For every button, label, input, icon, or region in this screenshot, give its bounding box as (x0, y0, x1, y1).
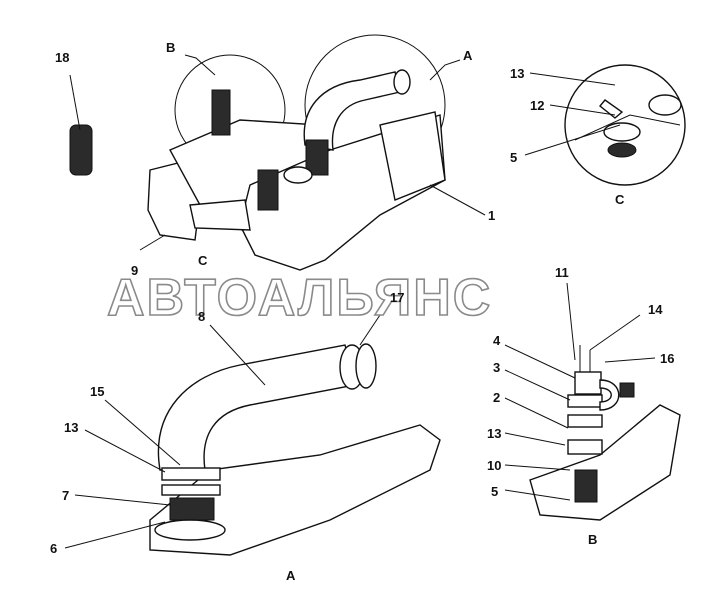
callout-8: 8 (198, 309, 205, 324)
leader-lines (64, 54, 656, 549)
view-letter-c-top: C (198, 253, 208, 268)
callout-13-c: 13 (510, 66, 524, 81)
callout-5-c: 5 (510, 150, 517, 165)
callout-4: 4 (493, 333, 501, 348)
callout-7: 7 (62, 488, 69, 503)
view-label-c: C (615, 192, 625, 207)
callout-12: 12 (530, 98, 544, 113)
callout-13-a: 13 (64, 420, 78, 435)
fuel-tank-assembly (69, 34, 446, 271)
callout-17: 17 (390, 290, 404, 305)
callout-15: 15 (90, 384, 104, 399)
view-letter-b-top: B (166, 40, 175, 55)
callout-10: 10 (487, 458, 501, 473)
view-letter-a-top: A (463, 48, 473, 63)
callout-6: 6 (50, 541, 57, 556)
callout-9: 9 (131, 263, 138, 278)
watermark: АВТОАЛЬЯНС (107, 269, 492, 327)
view-label-a: A (286, 568, 296, 583)
callout-5-b: 5 (491, 484, 498, 499)
callout-13-b: 13 (487, 426, 501, 441)
detail-b (529, 345, 681, 521)
callout-2: 2 (493, 390, 500, 405)
detail-a (149, 343, 441, 556)
callout-18: 18 (55, 50, 69, 65)
callout-14: 14 (648, 302, 663, 317)
detail-c (564, 64, 686, 186)
callout-11: 11 (555, 265, 569, 280)
callout-16: 16 (660, 351, 674, 366)
view-label-b: B (588, 532, 597, 547)
callout-3: 3 (493, 360, 500, 375)
callout-1: 1 (488, 208, 495, 223)
